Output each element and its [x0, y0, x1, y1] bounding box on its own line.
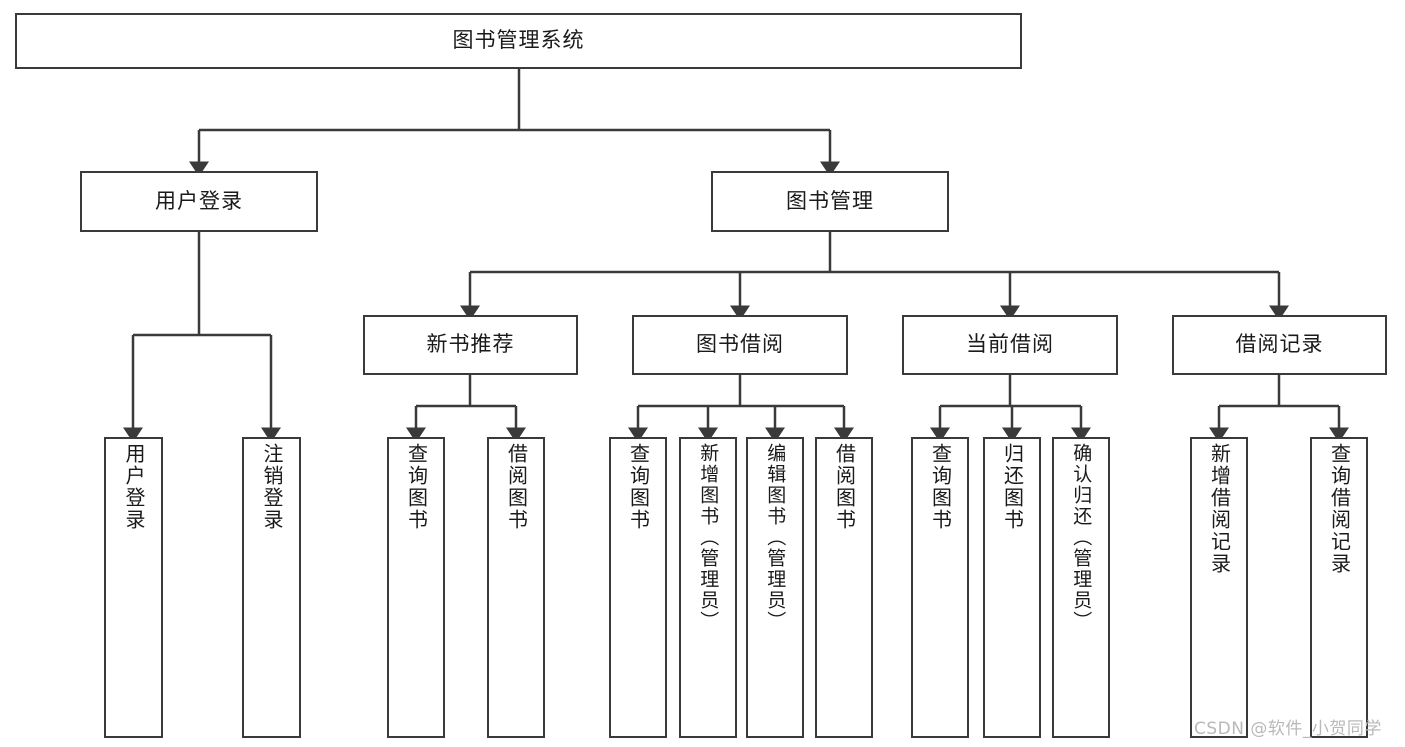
- level3-node-1[interactable]: 图书借阅: [632, 315, 848, 375]
- level2-node-1[interactable]: 图书管理: [711, 171, 949, 232]
- node-label: 图书管理: [786, 188, 874, 213]
- node-label: 查询图书: [404, 443, 429, 531]
- leaf-node-0[interactable]: 用户登录: [104, 437, 163, 738]
- leaf-node-1[interactable]: 注销登录: [242, 437, 301, 738]
- node-label: 编辑图书（管理员）: [764, 443, 787, 632]
- node-label: 新增图书（管理员）: [697, 443, 720, 632]
- leaf-node-5[interactable]: 新增图书（管理员）: [679, 437, 737, 738]
- level3-node-3[interactable]: 借阅记录: [1172, 315, 1387, 375]
- node-label: 借阅记录: [1235, 332, 1324, 357]
- csdn-watermark: CSDN @软件_小贺同学: [1194, 719, 1382, 739]
- leaf-node-6[interactable]: 编辑图书（管理员）: [746, 437, 804, 738]
- node-label: 用户登录: [155, 188, 243, 213]
- leaf-node-3[interactable]: 借阅图书: [487, 437, 545, 738]
- root-node[interactable]: 图书管理系统: [15, 13, 1022, 69]
- level2-node-0[interactable]: 用户登录: [80, 171, 318, 232]
- node-label: 确认归还（管理员）: [1070, 443, 1093, 632]
- leaf-node-9[interactable]: 归还图书: [983, 437, 1041, 738]
- node-label: 图书借阅: [696, 332, 784, 357]
- node-label: 用户登录: [122, 443, 146, 531]
- leaf-node-7[interactable]: 借阅图书: [815, 437, 873, 738]
- node-label: 图书管理系统: [452, 28, 585, 53]
- leaf-node-2[interactable]: 查询图书: [387, 437, 445, 738]
- node-label: 借阅图书: [832, 443, 857, 531]
- node-label: 归还图书: [1000, 443, 1025, 531]
- node-label: 查询借阅记录: [1327, 443, 1352, 575]
- node-label: 新增借阅记录: [1207, 443, 1232, 575]
- leaf-node-11[interactable]: 新增借阅记录: [1190, 437, 1248, 738]
- node-label: 当前借阅: [966, 332, 1054, 357]
- level3-node-2[interactable]: 当前借阅: [902, 315, 1118, 375]
- node-label: 新书推荐: [426, 332, 515, 357]
- node-label: 注销登录: [260, 443, 284, 531]
- node-label: 查询图书: [928, 443, 953, 531]
- leaf-node-8[interactable]: 查询图书: [911, 437, 969, 738]
- leaf-node-10[interactable]: 确认归还（管理员）: [1052, 437, 1110, 738]
- node-label: 查询图书: [626, 443, 651, 531]
- leaf-node-4[interactable]: 查询图书: [609, 437, 667, 738]
- level3-node-0[interactable]: 新书推荐: [363, 315, 578, 375]
- node-label: 借阅图书: [504, 443, 529, 531]
- leaf-node-12[interactable]: 查询借阅记录: [1310, 437, 1368, 738]
